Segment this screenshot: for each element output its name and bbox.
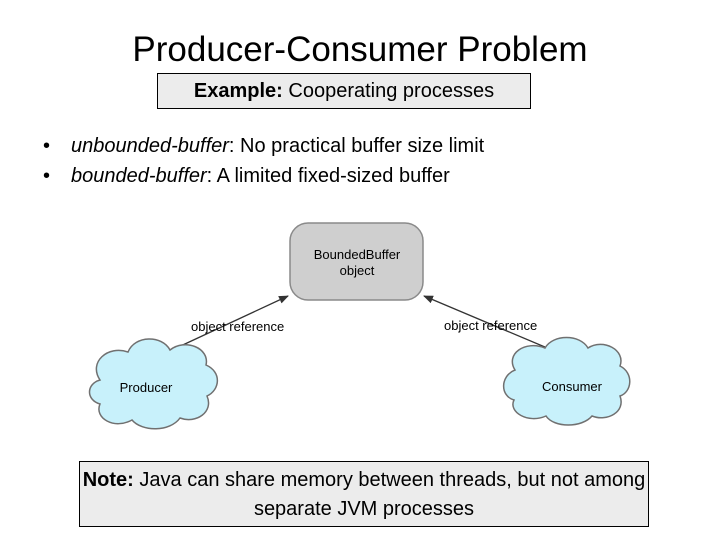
- consumer-reference-arrow: [423, 295, 553, 351]
- bullet-item-bounded: • bounded-buffer: A limited fixed-sized …: [43, 161, 484, 191]
- right-reference-label: object reference: [444, 318, 537, 333]
- producer-cloud: [88, 338, 219, 430]
- example-box: Example: Cooperating processes: [157, 73, 531, 109]
- bullet-list: • unbounded-buffer: No practical buffer …: [43, 131, 484, 191]
- producer-consumer-diagram: BoundedBuffer object object reference ob…: [88, 222, 631, 430]
- bullet-term: bounded-buffer: [71, 165, 207, 187]
- bounded-buffer-node: [289, 222, 424, 301]
- bullet-item-unbounded: • unbounded-buffer: No practical buffer …: [43, 131, 484, 161]
- left-reference-label: object reference: [191, 319, 284, 334]
- consumer-label: Consumer: [542, 379, 603, 394]
- bullet-dot: •: [43, 135, 51, 157]
- slide-title: Producer-Consumer Problem: [132, 30, 588, 69]
- bullet-text: : No practical buffer size limit: [228, 135, 485, 157]
- bounded-buffer-label: BoundedBuffer: [314, 247, 401, 262]
- note-box: Note: Java can share memory between thre…: [79, 461, 649, 527]
- example-text: Cooperating processes: [288, 80, 495, 102]
- bounded-buffer-sublabel: object: [340, 263, 375, 278]
- bullet-dot: •: [43, 165, 51, 187]
- producer-reference-arrow: [171, 295, 289, 351]
- example-label: Example:: [193, 80, 283, 102]
- producer-label: Producer: [120, 380, 173, 395]
- note-label: Note:: [82, 469, 134, 491]
- note-text: Java can share memory between threads, b…: [139, 469, 646, 520]
- consumer-cloud: [502, 336, 631, 426]
- bullet-term: unbounded-buffer: [71, 135, 229, 157]
- bullet-text: : A limited fixed-sized buffer: [206, 165, 450, 187]
